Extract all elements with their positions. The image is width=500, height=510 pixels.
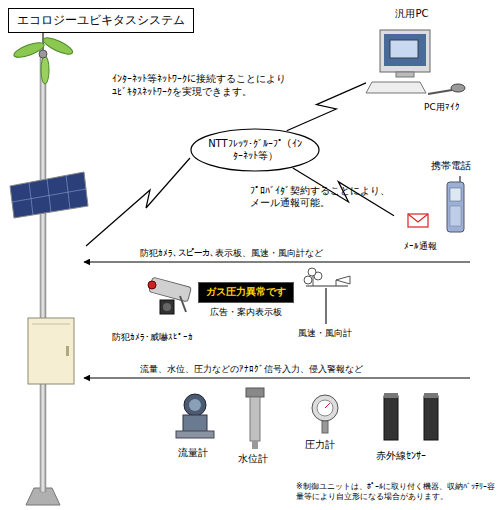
network-link [287,83,366,131]
pc-illustration [366,30,430,93]
annotation-text: 赤外線ｾﾝｻｰ [376,449,456,462]
annotation-text: 風速・風向計 [298,328,378,340]
annotation-text: 防犯ｶﾒﾗ、スピーカ、表示板、風速・風向計など [140,248,380,260]
annotation-text: 流量、水位、圧力などのｱﾅﾛｸﾞ信号入力、侵入警報など [140,364,420,376]
network-link [86,158,190,246]
cloud-ellipse [191,129,319,171]
display-board: ガス圧力異常です広告・案内表示板 [198,282,294,324]
control-box [28,318,74,384]
annotation-text: 水位計 [238,452,288,465]
pc-microphone [428,84,465,94]
annotation-text: ﾌﾟﾛﾊﾞｲﾀﾞ契約することにより、メール通報可能。 [250,185,390,210]
pole [40,52,46,492]
wind-turbine [12,28,74,84]
annotation-text: PC用ﾏｲｸ [424,102,484,114]
flow-meter [176,394,214,438]
water-level-meter [246,388,264,449]
pc-terminal: 汎用PC [366,8,458,102]
node-text: ガス圧力異常です [198,282,294,303]
mobile-phone-illustration [447,176,464,232]
security-camera [148,277,191,314]
solar-panel [10,172,88,218]
annotation-text: 防犯ｶﾒﾗ・威嚇ｽﾋﾟｰｶ [112,332,232,344]
annotation-text: ｲﾝﾀｰﾈｯﾄ等ﾈｯﾄﾜｰｸに接続することにより ﾕﾋﾞｷﾀｽﾈｯﾄﾜｰｸを実現… [112,72,290,98]
anemometer [304,268,350,324]
mail-envelope [408,214,428,227]
annotation-text: 流量計 [178,446,228,459]
input-arrow [84,378,470,379]
node-text: ﾒｰﾙ通報 [404,241,437,252]
node-text: 汎用PC [395,8,428,21]
mobile-phone: 携帯電話 [420,160,482,238]
node-caption: 広告・案内表示板 [210,307,282,318]
diagram-title: エコロジーユビキタスシステム [8,8,194,33]
network-cloud: NTTﾌﾚｯﾂ・ｸﾞﾙｰﾌﾟ （ｲﾝﾀｰﾈｯﾄ等） [190,128,320,172]
annotation-text: ※制御ユニットは、ﾎﾟｰﾙに取り付く機器、収納ﾊﾞｯﾃﾘｰ容量等により自立形にな… [296,482,500,503]
output-arrow [84,262,470,263]
mail-notice: ﾒｰﾙ通報 [394,204,446,252]
infrared-sensor [384,393,438,440]
node-text: 携帯電話 [431,160,471,173]
annotation-text: 圧力計 [305,438,355,451]
node-text: NTTﾌﾚｯﾂ・ｸﾞﾙｰﾌﾟ （ｲﾝﾀｰﾈｯﾄ等） [207,138,303,163]
pressure-gauge [312,395,338,433]
